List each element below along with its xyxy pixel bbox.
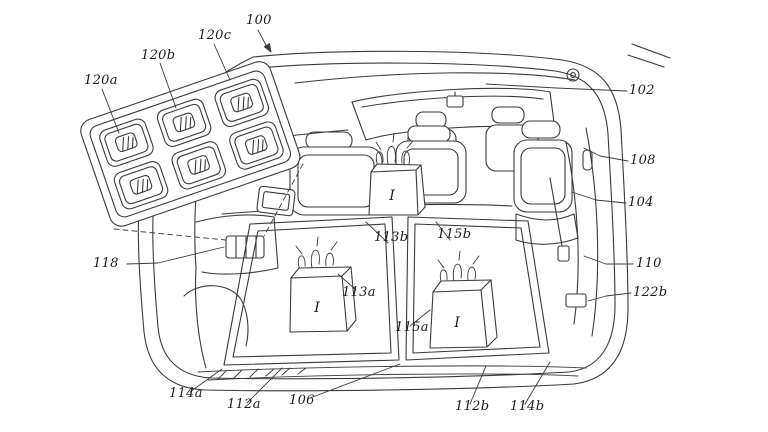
leader-110 bbox=[583, 255, 634, 265]
cargo-mat-right bbox=[405, 216, 550, 361]
produce-scribble bbox=[295, 236, 338, 271]
floor-bracket bbox=[565, 293, 587, 308]
switch-panel-inset bbox=[80, 61, 304, 241]
headliner-line bbox=[294, 72, 576, 84]
inset-projection-lines bbox=[113, 163, 304, 241]
console-screen bbox=[256, 185, 296, 217]
ref-label-104: 104 bbox=[628, 195, 654, 210]
hatch-edge-line bbox=[631, 43, 671, 59]
ref-label-108: 108 bbox=[630, 153, 656, 168]
arrowhead-100 bbox=[263, 43, 272, 53]
leader-112a bbox=[246, 367, 283, 404]
leader-118 bbox=[126, 246, 225, 265]
ref-label-120c: 120c bbox=[198, 28, 232, 43]
seatbelt-strap bbox=[549, 177, 563, 247]
produce-scribble bbox=[375, 132, 414, 167]
ref-label-118: 118 bbox=[93, 256, 119, 271]
leader-115a bbox=[409, 309, 431, 327]
ref-label-113b: 113b bbox=[374, 230, 409, 245]
cargo-mat-left bbox=[223, 216, 400, 366]
grocery-bag-right: I bbox=[429, 250, 498, 349]
rearview-mirror bbox=[446, 95, 464, 108]
right-seat-headrest bbox=[521, 120, 561, 139]
right-rear-seat bbox=[513, 120, 579, 245]
grocery-bag-center: I bbox=[368, 132, 426, 216]
hatch-edge-line bbox=[627, 54, 665, 68]
second-row-headrest-right bbox=[407, 125, 451, 143]
leader-120b bbox=[159, 62, 177, 109]
bag-marking: I bbox=[453, 315, 460, 331]
ref-label-112a: 112a bbox=[227, 397, 261, 412]
leader-120a bbox=[101, 88, 120, 134]
ref-label-114a: 114a bbox=[169, 386, 203, 401]
right-seatback bbox=[513, 139, 573, 213]
door-switch-panel bbox=[225, 235, 265, 259]
ref-label-115a: 115a bbox=[395, 320, 429, 335]
ref-label-120b: 120b bbox=[141, 48, 176, 63]
hatch-pivot bbox=[566, 68, 580, 82]
front-headrest-right bbox=[491, 106, 525, 124]
leader-114b bbox=[524, 361, 551, 405]
ref-label-100: 100 bbox=[246, 13, 272, 28]
ref-label-114b: 114b bbox=[510, 399, 545, 414]
leader-102 bbox=[485, 83, 628, 92]
ref-label-115b: 115b bbox=[437, 227, 472, 242]
switch-panel-body bbox=[80, 61, 301, 227]
produce-scribble bbox=[437, 250, 480, 285]
ref-label-122b: 122b bbox=[633, 285, 668, 300]
leader-115b bbox=[435, 221, 451, 241]
left-armrest-panel bbox=[195, 214, 279, 275]
leader-106 bbox=[309, 363, 401, 399]
bag-marking: I bbox=[313, 300, 320, 316]
ref-label-120a: 120a bbox=[84, 73, 118, 88]
drawing-root: I I I bbox=[80, 29, 671, 405]
left-lower-trim bbox=[194, 267, 207, 369]
ref-label-106: 106 bbox=[289, 393, 315, 408]
grocery-bag-left: I bbox=[289, 236, 357, 333]
ref-label-113a: 113a bbox=[342, 285, 376, 300]
bag-marking: I bbox=[388, 188, 395, 204]
hatch-pivot-center bbox=[570, 72, 576, 78]
leader-120c bbox=[213, 43, 231, 81]
liftgate-opening bbox=[137, 43, 671, 392]
ref-label-110: 110 bbox=[636, 256, 662, 271]
leader-113a bbox=[337, 273, 357, 291]
leader-112b bbox=[469, 365, 487, 405]
leader-lines bbox=[101, 29, 634, 405]
leader-104 bbox=[571, 191, 627, 204]
right-seat-cushion bbox=[515, 213, 579, 245]
seatbelt-buckle bbox=[557, 245, 570, 262]
ref-label-102: 102 bbox=[629, 83, 655, 98]
leader-108 bbox=[583, 147, 629, 162]
leader-114a bbox=[189, 368, 223, 393]
leader-122b bbox=[587, 292, 632, 302]
cargo-mats bbox=[223, 216, 550, 366]
leader-113b bbox=[365, 221, 389, 244]
second-row-seatback-left bbox=[289, 146, 383, 216]
leader-100 bbox=[257, 29, 268, 48]
wheel-arch bbox=[183, 285, 249, 347]
ref-label-112b: 112b bbox=[455, 399, 490, 414]
